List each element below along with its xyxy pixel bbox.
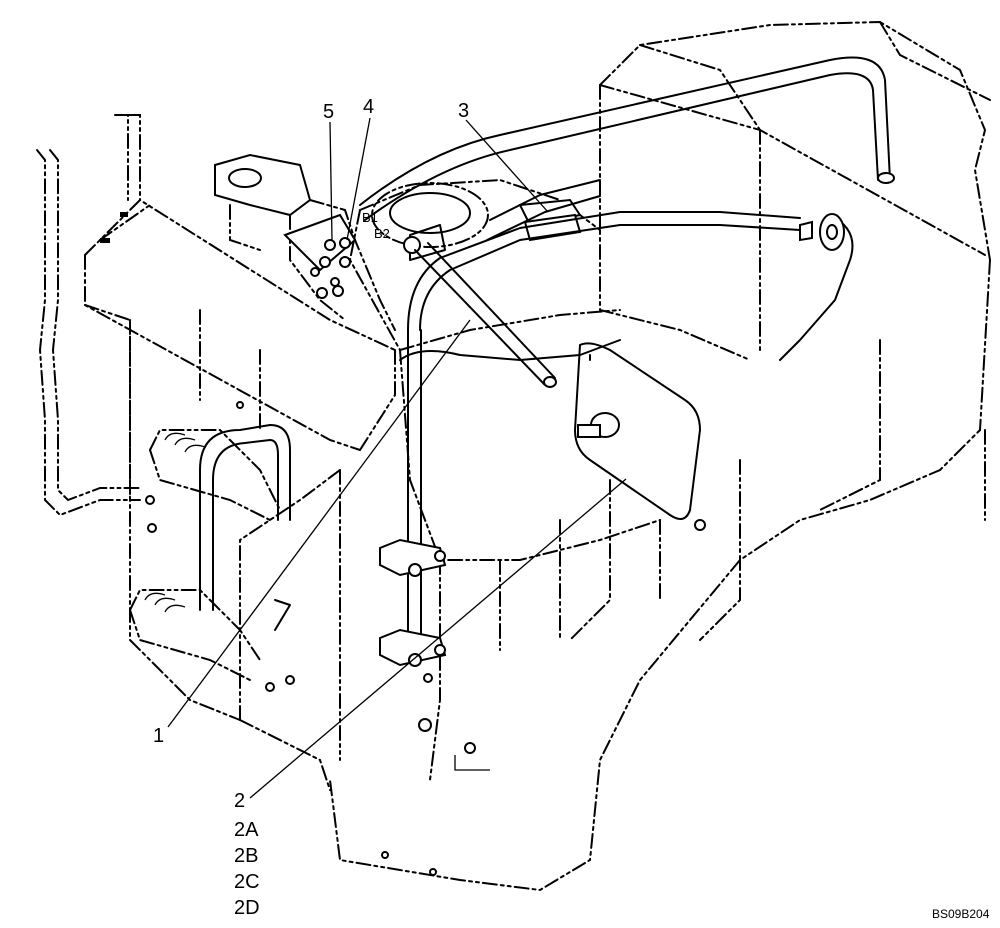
port-label-b1: B1: [362, 210, 378, 225]
filler-neck: [371, 182, 489, 261]
upper-bracket: [214, 153, 396, 331]
lower-bolts: [381, 718, 490, 876]
left-hose: [36, 114, 141, 517]
left-console: [84, 198, 396, 791]
callout-4: 4: [363, 96, 374, 118]
callout-1: 1: [153, 725, 164, 747]
port-label-b2: B2: [374, 226, 390, 241]
leader-lines: [167, 117, 627, 799]
drawing-code: BS09B204: [932, 907, 990, 921]
leader-1: [167, 319, 471, 728]
callout-2c: 2C: [234, 871, 260, 893]
step-cable: [199, 424, 291, 631]
leader-5: [329, 121, 333, 241]
callout-3: 3: [458, 100, 469, 122]
callout-2b: 2B: [234, 845, 258, 867]
mirror-arm: [694, 213, 854, 531]
callout-2a: 2A: [234, 819, 259, 841]
callouts: 5 4 3 1 2 2A 2B 2C 2D B1 B2 BS09B204: [153, 96, 990, 921]
mirror: [573, 342, 702, 520]
hand-rail: [359, 56, 895, 661]
leader-4: [346, 117, 371, 241]
tube-clamps: [379, 538, 447, 683]
callout-5: 5: [323, 101, 334, 123]
leader-3: [465, 119, 549, 213]
callout-2: 2: [234, 790, 245, 812]
tank-frame: [348, 178, 661, 781]
leader-2: [249, 478, 627, 799]
dipstick-tube: [414, 242, 557, 388]
machine-body-outline: [329, 20, 991, 892]
callout-2d: 2D: [234, 897, 260, 919]
